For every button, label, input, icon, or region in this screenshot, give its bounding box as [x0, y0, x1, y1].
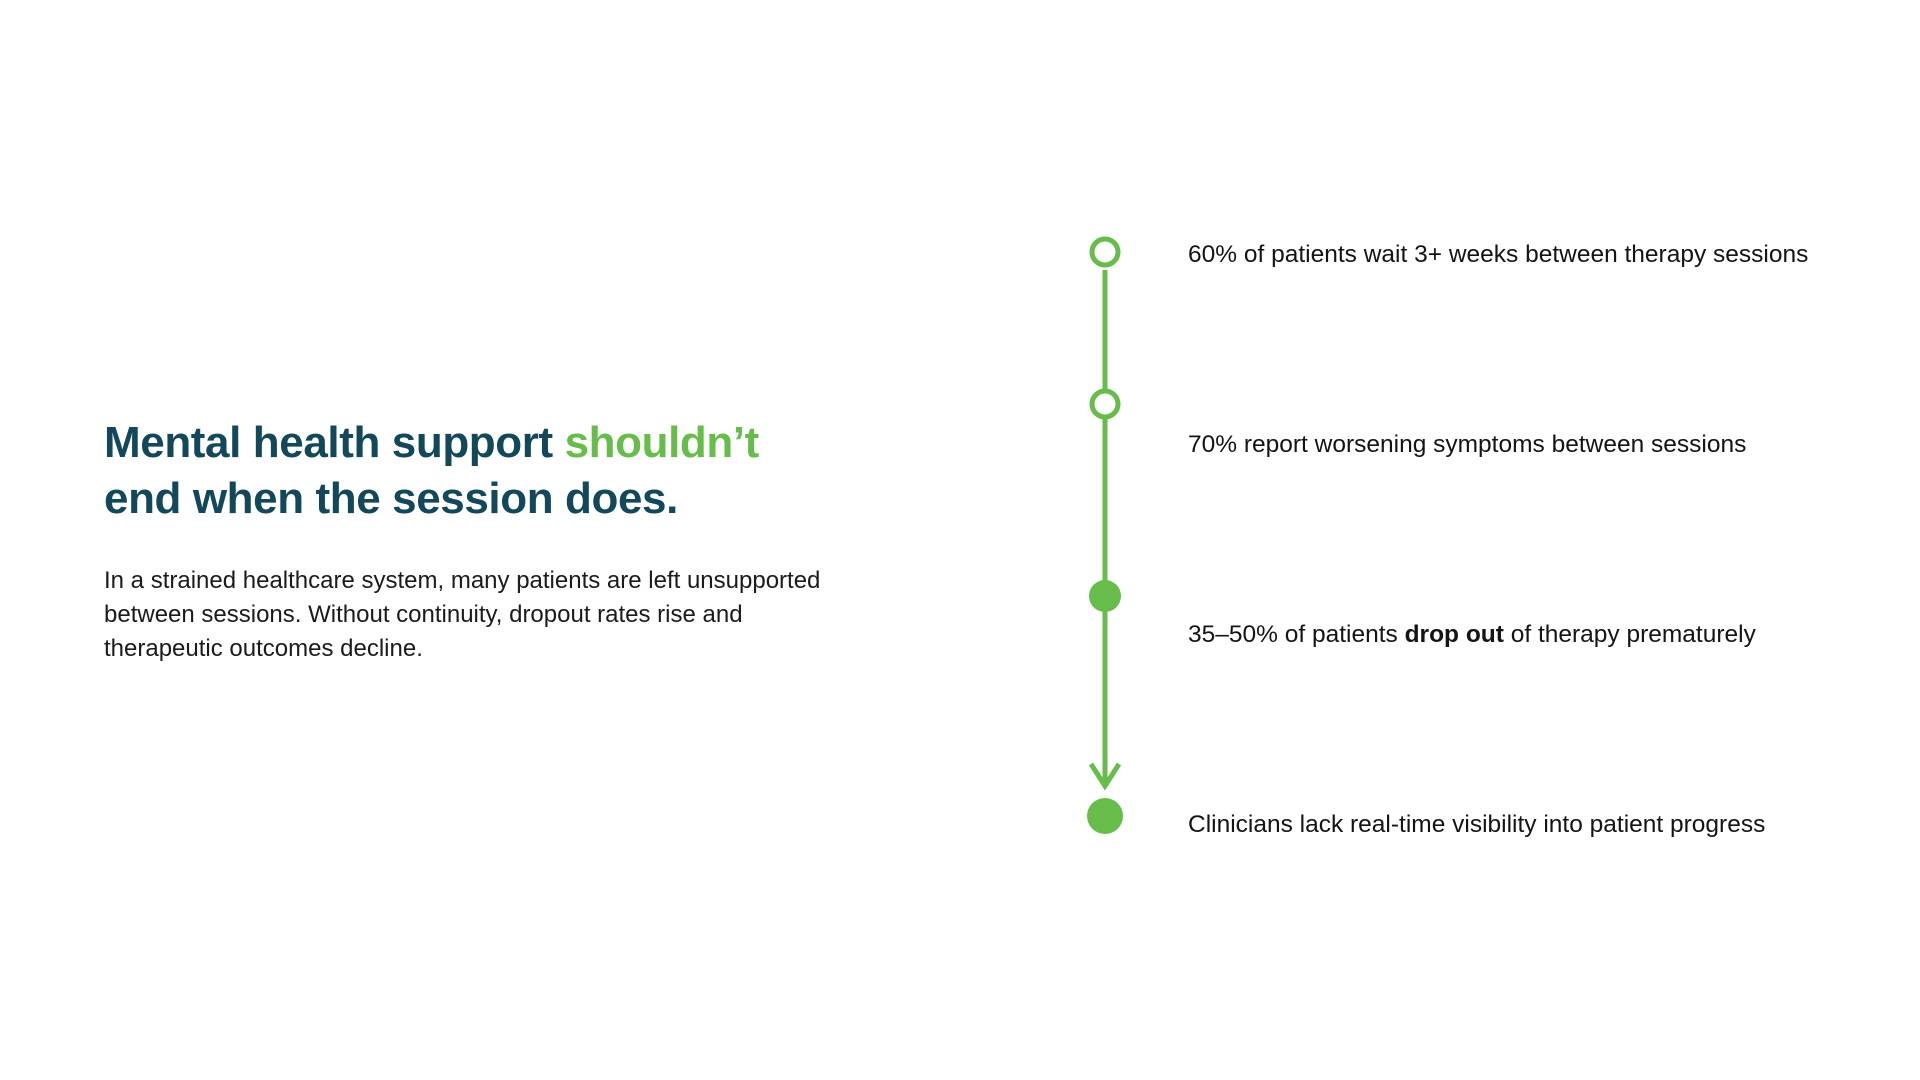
timeline-marker-filled-icon	[1089, 580, 1121, 612]
timeline-item-list: 60% of patients wait 3+ weeks between th…	[1080, 238, 1840, 898]
timeline-item-text-before: Clinicians lack real-time visibility int…	[1188, 811, 1766, 838]
timeline-item-text: Clinicians lack real-time visibility int…	[1188, 808, 1848, 841]
page-title: Mental health support shouldn’t end when…	[104, 415, 844, 528]
timeline-item-text: 70% report worsening symptoms between se…	[1188, 428, 1848, 461]
timeline-item-emphasis: drop out	[1404, 621, 1504, 648]
list-item: 60% of patients wait 3+ weeks between th…	[1188, 238, 1848, 271]
timeline-marker-hollow-icon	[1089, 388, 1121, 420]
timeline-item-text-after: of therapy prematurely	[1503, 621, 1756, 648]
arrow-down-icon	[1088, 762, 1122, 791]
timeline-marker-filled-icon	[1087, 798, 1123, 834]
body-paragraph: In a strained healthcare system, many pa…	[104, 566, 821, 662]
timeline-item-text-before: 35–50% of patients	[1188, 621, 1405, 648]
list-item: Clinicians lack real-time visibility int…	[1188, 808, 1848, 841]
timeline-item-text-before: 70% report worsening symptoms between se…	[1188, 431, 1747, 458]
left-text-column: Mental health support shouldn’t end when…	[104, 415, 844, 666]
timeline-item-text: 60% of patients wait 3+ weeks between th…	[1188, 238, 1848, 271]
timeline-item-text: 35–50% of patients drop out of therapy p…	[1188, 618, 1848, 651]
timeline-connector-graphic	[1087, 236, 1123, 834]
headline-accent-word: shouldn’t	[564, 418, 760, 467]
list-item: 70% report worsening symptoms between se…	[1188, 428, 1848, 461]
list-item: 35–50% of patients drop out of therapy p…	[1188, 618, 1848, 651]
headline-segment-2: end when the session does.	[104, 474, 678, 524]
headline-segment-1: Mental health support	[104, 418, 565, 467]
timeline: 60% of patients wait 3+ weeks between th…	[1080, 236, 1840, 898]
timeline-item-text-before: 60% of patients wait 3+ weeks between th…	[1188, 241, 1809, 268]
timeline-marker-hollow-icon	[1089, 236, 1121, 268]
